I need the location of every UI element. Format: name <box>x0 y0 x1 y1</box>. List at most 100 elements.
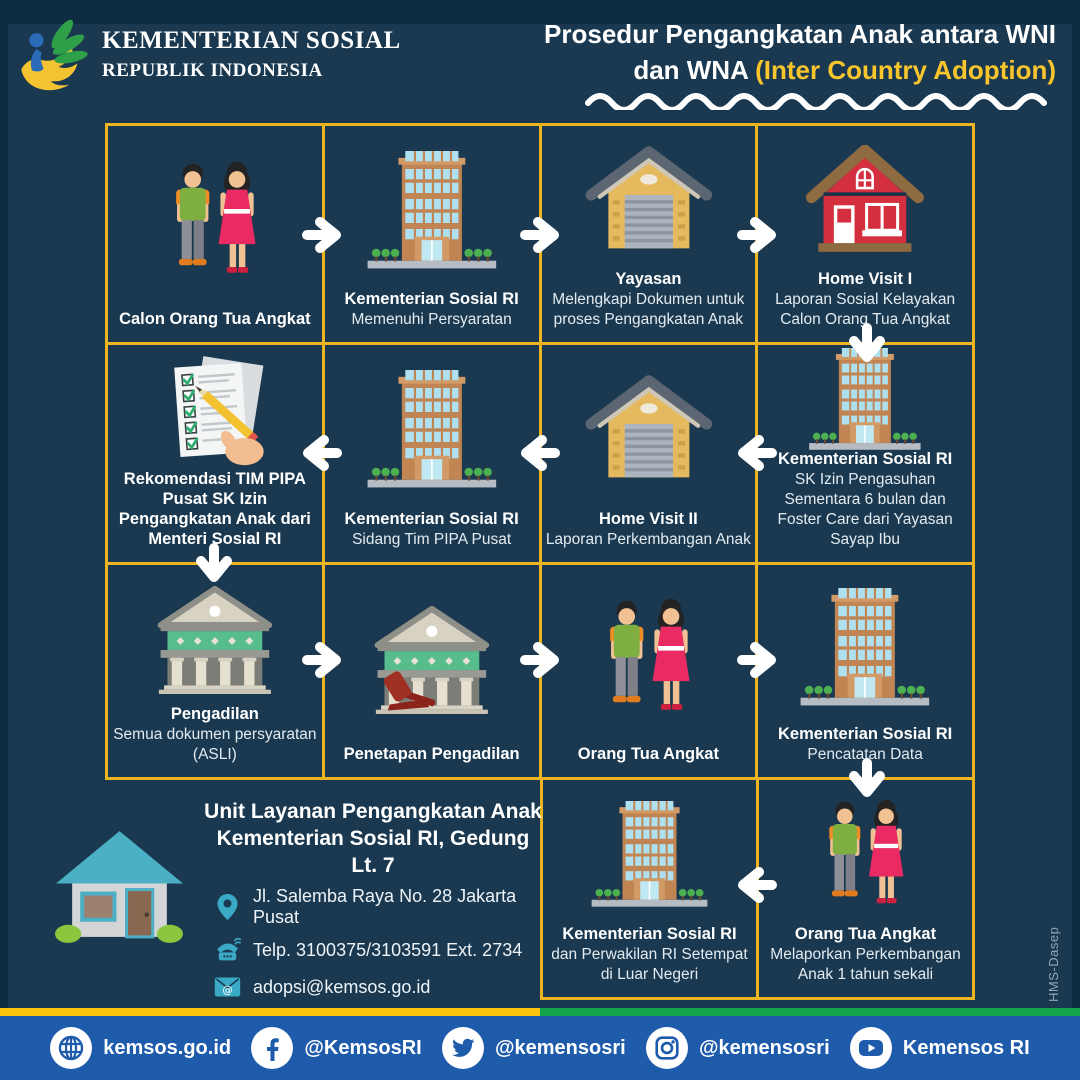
arrow-left-icon <box>517 433 563 473</box>
step-title: Orang Tua Angkat <box>794 925 937 943</box>
contact-heading-line1: Unit Layanan Pengangkatan Anak <box>204 800 542 823</box>
footer-twitter-label: @kemensosri <box>494 1036 626 1059</box>
stripe-green <box>540 1008 1080 1016</box>
step-subtitle: Laporan Sosial Kelayakan Calon Orang Tua… <box>775 291 956 328</box>
red-house-icon <box>762 145 968 257</box>
title-highlight: (Inter Country Adoption) <box>755 55 1056 85</box>
step-subtitle: Sidang Tim PIPA Pusat <box>352 531 512 548</box>
step-subtitle: Laporan Perkembangan Anak <box>545 531 751 548</box>
couple-icon <box>546 598 752 718</box>
arrow-right-icon <box>734 215 780 255</box>
instagram-icon <box>645 1027 688 1069</box>
contact-phone-row: Telp. 3100375/3103591 Ext. 2734 <box>214 935 544 965</box>
arrow-down-icon <box>847 320 887 366</box>
footer-twitter[interactable]: @kemensosri <box>441 1027 626 1069</box>
arrow-right-icon <box>299 640 345 680</box>
office-building-icon <box>762 588 968 708</box>
step-title: Kementerian Sosial RI <box>562 925 737 943</box>
frame-top <box>0 0 1080 24</box>
contact-address: Jl. Salemba Raya No. 28 Jakarta Pusat <box>253 886 517 927</box>
credit-text: HMS-Dasep <box>1046 926 1061 1002</box>
contact-heading-line2: Kementerian Sosial RI, Gedung Lt. 7 <box>216 827 530 877</box>
email-icon <box>214 972 241 1002</box>
arrow-right-icon <box>517 215 563 255</box>
step-home-visit-2: Home Visit II Laporan Perkembangan Anak <box>542 345 759 562</box>
arrow-right-icon <box>299 215 345 255</box>
frame-left <box>0 0 8 1008</box>
step-title: Home Visit I <box>818 270 913 288</box>
couple-icon <box>112 161 318 281</box>
phone-icon <box>214 935 241 965</box>
arrow-right-icon <box>734 640 780 680</box>
step-kemensos-persyaratan: Kementerian Sosial RI Memenuhi Persyarat… <box>325 126 542 342</box>
contact-block: Unit Layanan Pengangkatan Anak Kementeri… <box>52 798 544 1002</box>
footer-instagram[interactable]: @kemensosri <box>645 1027 830 1069</box>
arrow-left-icon <box>734 433 780 473</box>
step-rekomendasi-pipa: Rekomendasi TIM PIPA Pusat SK Izin Penga… <box>108 345 325 562</box>
contact-email: adopsi@kemsos.go.id <box>253 976 431 997</box>
flow-grid: Calon Orang Tua Angkat Kementerian Sosia… <box>105 123 975 1000</box>
step-subtitle: Semua dokumen persyaratan (ASLI) <box>113 726 317 763</box>
contact-email-row: adopsi@kemsos.go.id <box>214 972 544 1002</box>
step-title: Calon Orang Tua Angkat <box>119 310 311 328</box>
step-title: Pengadilan <box>170 705 259 723</box>
footer-website-label: kemsos.go.id <box>103 1036 232 1059</box>
contact-address-row: Jl. Salemba Raya No. 28 Jakarta Pusat <box>214 886 544 928</box>
step-title: Orang Tua Angkat <box>577 745 719 763</box>
step-title: Yayasan <box>615 270 682 288</box>
step-sk-izin-pengasuhan: Kementerian Sosial RI SK Izin Pengasuhan… <box>758 345 972 562</box>
footer-youtube[interactable]: Kemensos RI <box>849 1027 1030 1069</box>
title-line1: Prosedur Pengangkatan Anak antara WNI <box>544 19 1056 49</box>
step-home-visit-1: Home Visit I Laporan Sosial Kelayakan Ca… <box>758 126 972 342</box>
youtube-icon <box>849 1027 892 1069</box>
courthouse-icon <box>112 582 318 694</box>
step-pengadilan: Pengadilan Semua dokumen persyaratan (AS… <box>108 565 325 777</box>
footer-facebook-label: @KemsosRI <box>304 1036 422 1059</box>
arrow-right-icon <box>517 640 563 680</box>
step-subtitle: dan Perwakilan RI Setempat di Luar Neger… <box>551 946 748 983</box>
arrow-down-icon <box>847 755 887 801</box>
footer-youtube-label: Kemensos RI <box>902 1036 1030 1059</box>
step-subtitle: Melengkapi Dokumen untuk proses Pengangk… <box>552 291 745 328</box>
office-building-icon <box>329 151 535 271</box>
step-pencatatan-data: Kementerian Sosial RI Pencatatan Data <box>758 565 972 777</box>
step-yayasan: Yayasan Melengkapi Dokumen untuk proses … <box>542 126 759 342</box>
arrow-left-icon <box>734 865 780 905</box>
step-subtitle: Melaporkan Perkembangan Anak 1 tahun sek… <box>770 946 961 983</box>
social-footer: kemsos.go.id @KemsosRI @kemensosri @keme… <box>0 1016 1080 1080</box>
step-title: Kementerian Sosial RI <box>344 290 519 308</box>
title-line2: dan WNA <box>633 55 756 85</box>
step-subtitle: SK Izin Pengasuhan Sementara 6 bulan dan… <box>777 471 953 548</box>
step-title: Rekomendasi TIM PIPA Pusat SK Izin Penga… <box>118 470 311 548</box>
kemensos-logo-icon <box>16 16 96 100</box>
frame-right <box>1072 0 1080 1008</box>
ministry-subtitle: REPUBLIK INDONESIA <box>102 60 323 81</box>
footer-website[interactable]: kemsos.go.id <box>50 1027 231 1069</box>
checklist-icon <box>112 354 318 466</box>
contact-phone: Telp. 3100375/3103591 Ext. 2734 <box>253 939 523 960</box>
couple-icon <box>763 799 968 911</box>
step-penetapan-pengadilan: Penetapan Pengadilan <box>325 565 542 777</box>
facebook-icon <box>251 1027 294 1069</box>
office-building-icon <box>547 801 752 909</box>
warehouse-icon <box>546 374 752 486</box>
step-subtitle: Memenuhi Persyaratan <box>351 311 512 328</box>
footer-instagram-label: @kemensosri <box>698 1036 830 1059</box>
step-title: Penetapan Pengadilan <box>343 745 520 763</box>
step-subtitle: Pencatatan Data <box>807 746 923 763</box>
house-icon <box>52 814 188 954</box>
step-calon-orang-tua-angkat: Calon Orang Tua Angkat <box>108 126 325 342</box>
step-title: Kementerian Sosial RI <box>344 510 519 528</box>
wavy-underline <box>585 93 1047 110</box>
warehouse-icon <box>546 145 752 257</box>
step-sidang-pipa: Kementerian Sosial RI Sidang Tim PIPA Pu… <box>325 345 542 562</box>
step-laporan-tahunan: Orang Tua Angkat Melaporkan Perkembangan… <box>759 780 972 997</box>
courthouse-gavel-icon <box>329 602 535 714</box>
step-title: Home Visit II <box>599 510 698 528</box>
arrow-down-icon <box>194 540 234 586</box>
stripe-yellow <box>0 1008 540 1016</box>
footer-facebook[interactable]: @KemsosRI <box>251 1027 422 1069</box>
page-title: Prosedur Pengangkatan Anak antara WNI da… <box>516 16 1056 88</box>
location-pin-icon <box>214 892 241 922</box>
